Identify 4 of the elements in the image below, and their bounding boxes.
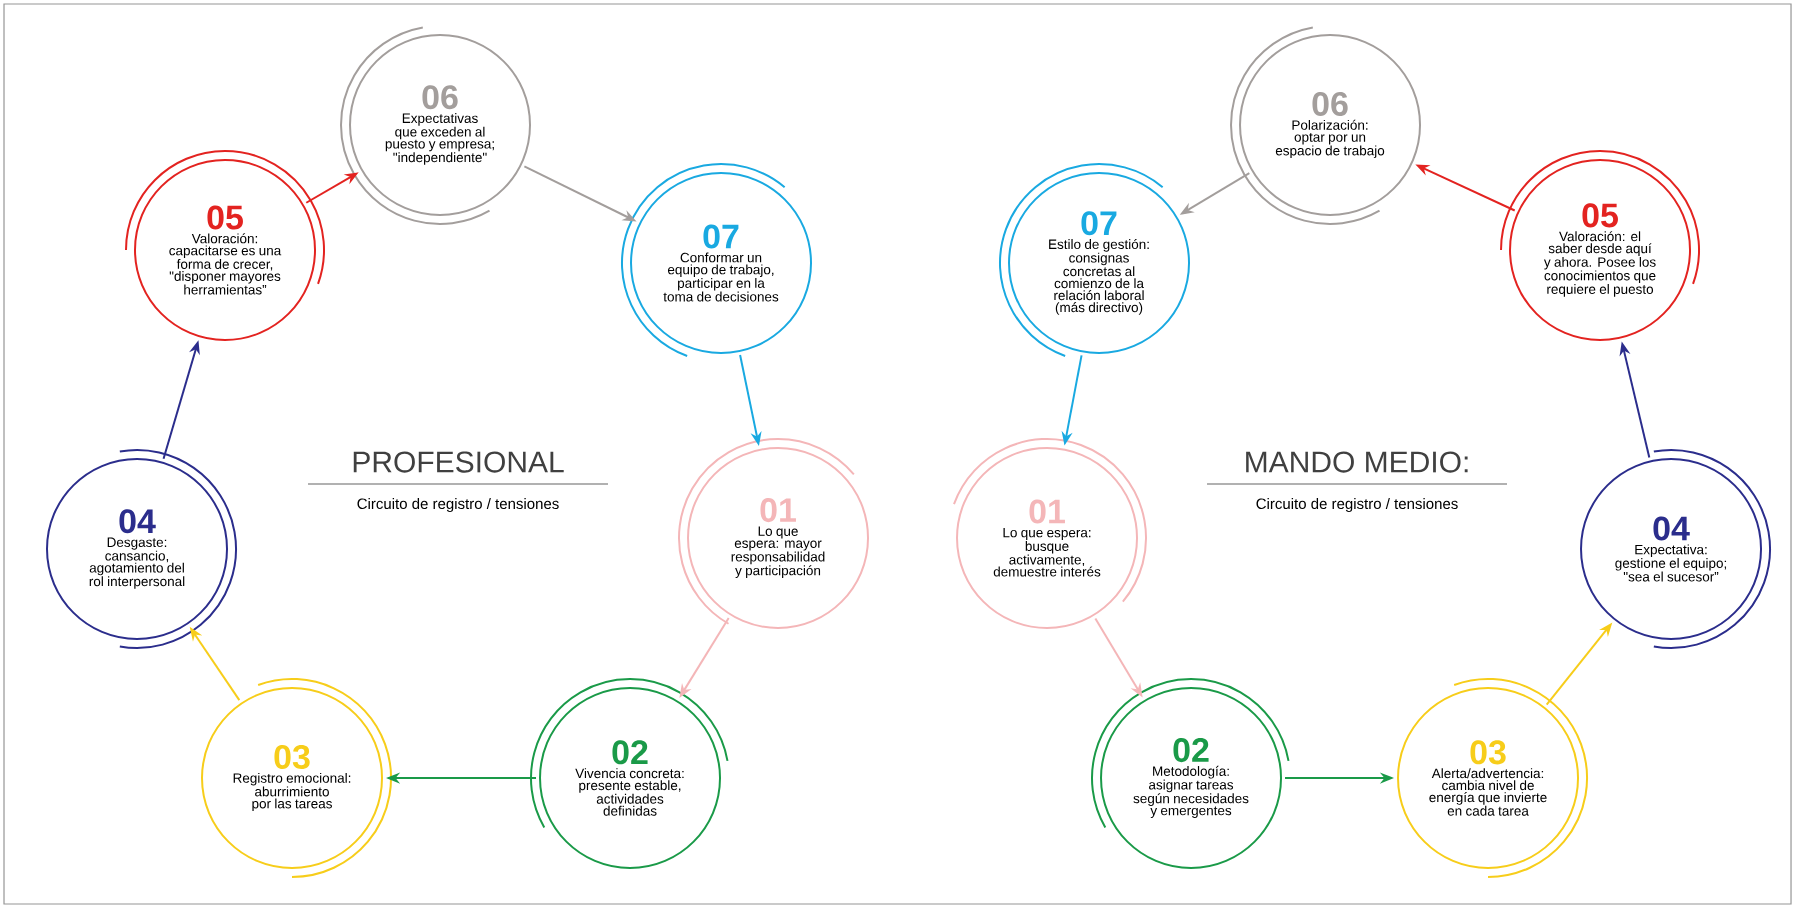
subtitle: Circuito de registro / tensiones	[357, 498, 559, 512]
heading: MANDO MEDIO:	[1246, 451, 1468, 473]
heading: PROFESIONAL	[353, 451, 564, 473]
subtitle: Circuito de registro / tensiones	[1256, 498, 1458, 512]
